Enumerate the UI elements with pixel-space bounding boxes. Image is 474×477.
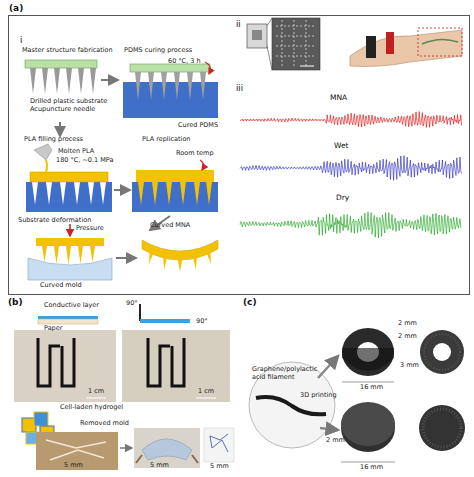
pla-replication (132, 160, 218, 212)
panel-letter: (a) (9, 3, 23, 13)
pla-filling (26, 144, 112, 212)
material-label: Graphene/polylactic acid filament (252, 366, 332, 381)
scale-bar: 5 mm (210, 463, 229, 471)
master-structure (25, 60, 97, 94)
disk-photo (419, 405, 465, 451)
process-label: 3D printing (300, 392, 337, 400)
ring-photo (420, 330, 464, 374)
dimension-label: 3 mm (400, 362, 419, 370)
scale-bar: 5 mm (150, 462, 169, 470)
dimension-label: 16 mm (360, 384, 383, 392)
part-label: Cured PDMS (178, 122, 218, 130)
signal-name: Wet (334, 142, 349, 150)
curved-mna (142, 240, 218, 272)
hydrogel-photo (36, 428, 234, 470)
wrist-photo (350, 28, 462, 67)
part-label: Cell-laden hydrogel (60, 404, 123, 412)
part-label: Curved mold (40, 282, 82, 290)
step-arrow (59, 122, 61, 136)
pdms-curing (123, 62, 218, 118)
step-arrow (101, 79, 118, 81)
sub-panel-number: ii (236, 20, 241, 29)
step-arrow (114, 189, 130, 191)
emg-signal (240, 156, 462, 181)
layer-label: Conductive layer (44, 302, 99, 310)
step-title: Substrate deformation (18, 217, 91, 225)
device-photo (247, 18, 320, 70)
substrate-deformation (28, 224, 112, 280)
step-title: Master structure fabrication (22, 47, 113, 55)
part-label: Acupuncture needle (30, 106, 95, 114)
condition-label: 180 °C, ~0.1 MPa (56, 157, 113, 165)
dimension-label: 2 mm (398, 333, 417, 341)
panel-letter: (c) (243, 297, 257, 307)
dimension-label: 16 mm (360, 464, 383, 472)
angle-label: 90° (126, 300, 138, 308)
scale-bar: 1 cm (198, 388, 214, 396)
paper-electrode-photo (14, 330, 230, 402)
step-arrow (116, 257, 136, 259)
ring-model (342, 328, 394, 382)
sub-panel-number: i (20, 36, 22, 45)
emg-signal (240, 212, 462, 238)
condition-label: 60 °C, 3 h (168, 58, 201, 66)
emg-signal (240, 112, 462, 128)
angle-label: 90° (196, 318, 208, 326)
step-title: PLA filling process (24, 136, 83, 144)
part-label: Drilled plastic substrate (30, 98, 107, 106)
step-label: Removed mold (80, 420, 129, 428)
part-label: Pressure (76, 225, 104, 233)
signal-name: MNA (330, 94, 347, 102)
part-label: Molten PLA (58, 148, 94, 156)
step-title: PLA replication (142, 136, 190, 144)
filament-circle (249, 356, 338, 448)
scale-bar: 1 cm (88, 388, 104, 396)
layer-label: Paper (44, 325, 62, 333)
signal-name: Dry (336, 194, 349, 202)
sub-panel-number: iii (236, 84, 243, 93)
scale-bar: 5 mm (64, 462, 83, 470)
dimension-label: 2 mm (398, 320, 417, 328)
panel-letter: (b) (8, 297, 23, 307)
step-title: PDMS curing process (124, 47, 192, 55)
step-title: Curved MNA (150, 222, 190, 230)
disk-model (341, 402, 395, 462)
dimension-label: 2 mm (326, 437, 345, 445)
condition-label: Room temp (176, 150, 214, 158)
